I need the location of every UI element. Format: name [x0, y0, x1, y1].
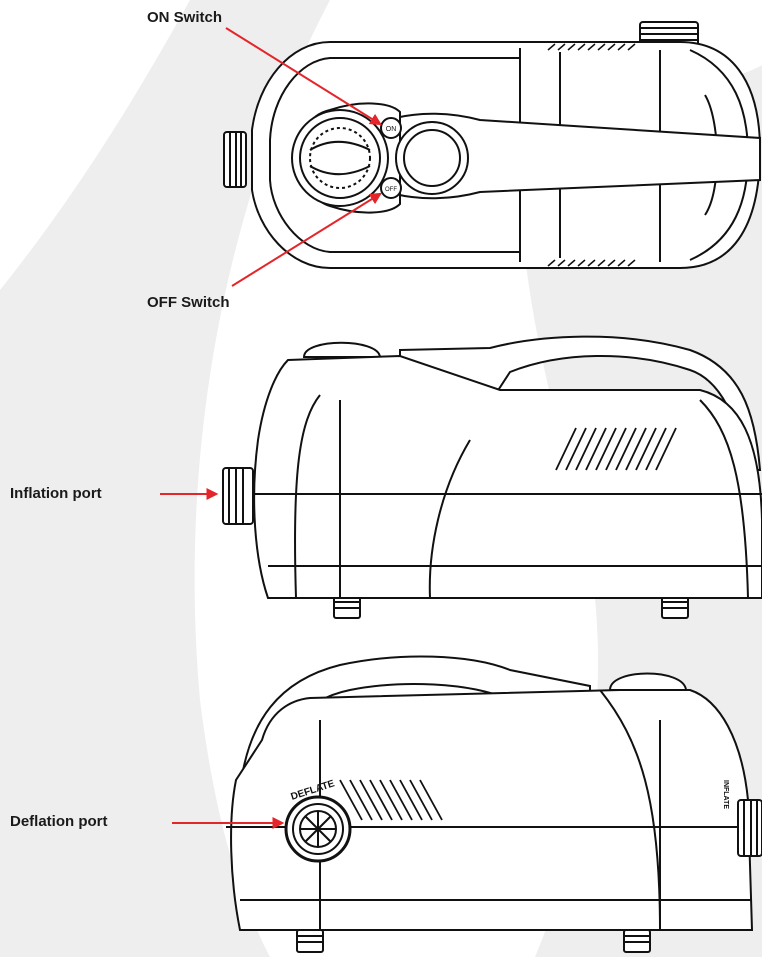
top-knob — [302, 341, 382, 358]
on-switch-label: ON Switch — [147, 9, 223, 26]
on-switch-arrow — [225, 27, 383, 126]
foot-right-2 — [623, 929, 651, 953]
background-swoosh-left — [0, 0, 330, 957]
on-mark: ON — [386, 126, 397, 133]
side-body-outline — [253, 354, 762, 599]
side-vents — [555, 427, 677, 471]
deflation-port-label: Deflation port — [10, 813, 108, 830]
motor-cap — [395, 121, 469, 195]
on-switch-button[interactable] — [380, 117, 402, 139]
off-switch-arrow — [231, 192, 383, 287]
pump-top-view — [223, 21, 762, 269]
handle-top — [394, 112, 761, 200]
inflate-mark: INFLATE — [722, 780, 729, 809]
foot-left-2 — [296, 929, 324, 953]
inflation-port[interactable] — [222, 467, 254, 525]
off-mark: OFF — [385, 187, 397, 193]
pump-side-view-inflate — [222, 335, 762, 619]
pressure-dial — [291, 109, 389, 207]
off-switch-button[interactable] — [380, 177, 402, 199]
side-body-outline-2 — [230, 689, 754, 931]
side-connector-right — [737, 799, 762, 857]
deflation-port[interactable] — [284, 795, 352, 863]
inflation-connector-top — [223, 131, 247, 188]
foot-left — [333, 595, 361, 619]
callout-arrows — [160, 27, 383, 829]
off-switch-label: OFF Switch — [147, 294, 230, 311]
pump-side-view-deflate — [226, 655, 762, 953]
top-knob-2 — [608, 672, 688, 691]
side-vents-2 — [339, 779, 443, 821]
top-vents — [547, 43, 636, 267]
inflation-port-label: Inflation port — [10, 485, 102, 502]
foot-right — [661, 595, 689, 619]
